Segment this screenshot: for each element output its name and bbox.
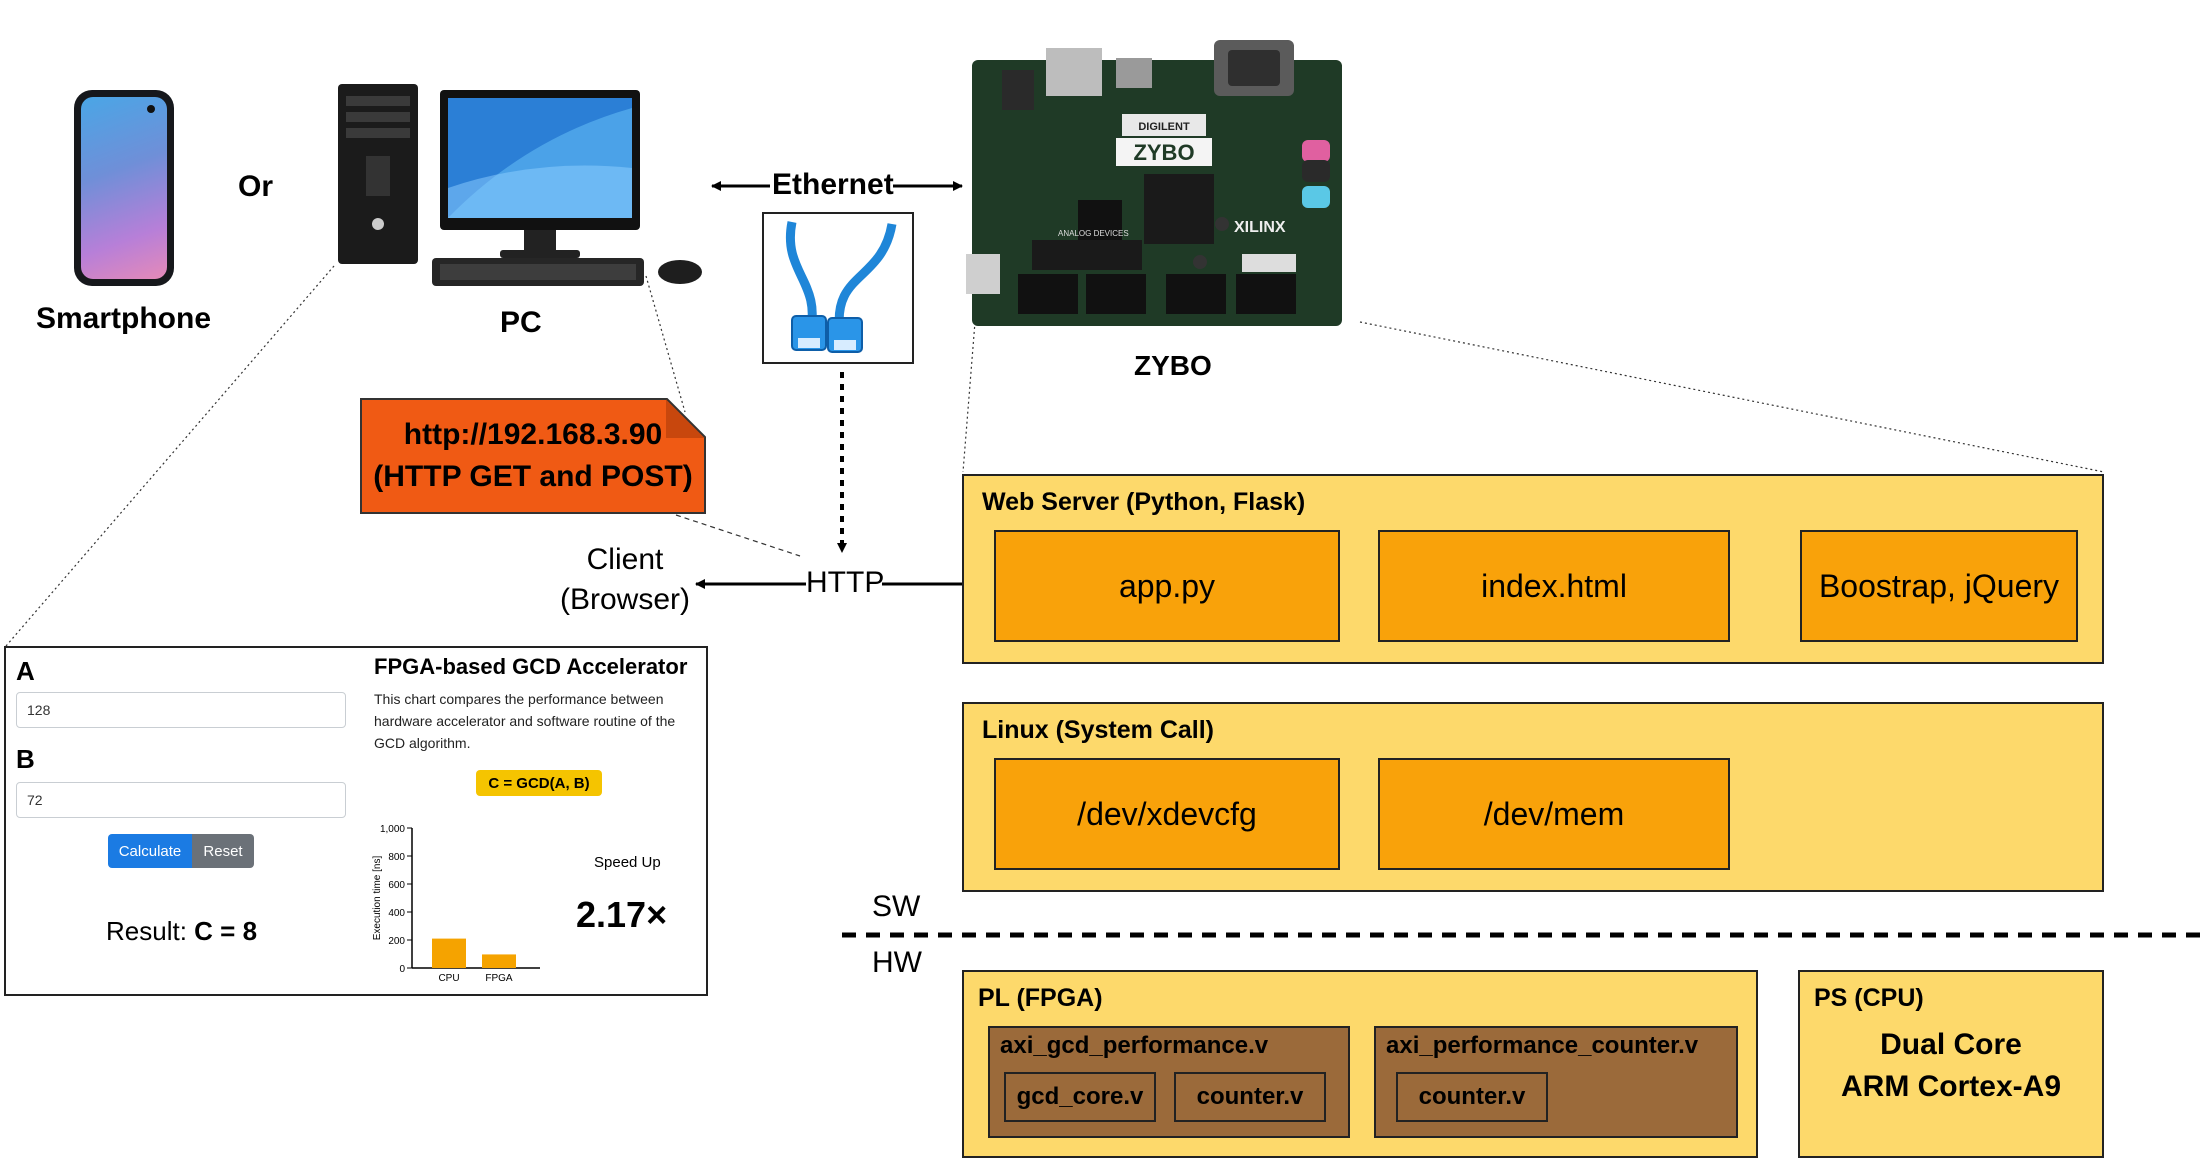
ps-cpu-panel: PS (CPU) Dual Core ARM Cortex-A9 — [1798, 970, 2104, 1158]
http-methods-text: (HTTP GET and POST) — [373, 460, 693, 493]
board-vendor-text: XILINX — [1234, 219, 1286, 236]
zoom-line-zybo-left — [962, 321, 976, 473]
note-pointer-line — [675, 514, 801, 557]
axi-performance-counter-title: axi_performance_counter.v — [1386, 1032, 1699, 1059]
pc-mouse — [658, 260, 702, 284]
y-tick-label: 600 — [388, 880, 405, 891]
smartphone-screen — [81, 97, 167, 279]
ethernet-label: Ethernet — [772, 168, 894, 201]
client-label: Client (Browser) — [540, 540, 710, 620]
axi-gcd-performance-box: axi_gcd_performance.v gcd_core.v counter… — [988, 1026, 1350, 1138]
dev-mem-box: /dev/mem — [1378, 758, 1730, 870]
axi-performance-counter-box: axi_performance_counter.v counter.v — [1374, 1026, 1738, 1138]
ps-line1: Dual Core — [1880, 1028, 2022, 1061]
input-b[interactable]: 72 — [16, 782, 346, 818]
client-line1: Client — [586, 543, 664, 576]
bar-fpga — [482, 954, 516, 968]
ps-title: PS (CPU) — [1814, 984, 1924, 1012]
app-description: This chart compares the performance betw… — [374, 691, 676, 751]
result-value: C = 8 — [194, 916, 258, 946]
result-prefix: Result: — [106, 916, 195, 946]
zybo-board-image: DIGILENT ZYBO ANALOG DEVICES XILINX — [966, 40, 1342, 326]
smartphone-image — [74, 90, 174, 286]
bootstrap-jquery-box: Boostrap, jQuery — [1800, 530, 2078, 642]
pl-title: PL (FPGA) — [978, 984, 1103, 1012]
input-a[interactable]: 128 — [16, 692, 346, 728]
or-label: Or — [238, 170, 274, 203]
url-note: http://192.168.3.90 (HTTP GET and POST) — [360, 398, 706, 514]
hw-label: HW — [872, 946, 922, 979]
linux-title: Linux (System Call) — [982, 716, 1214, 744]
smartphone-label: Smartphone — [36, 302, 212, 335]
y-axis-label: Execution time [ns] — [372, 856, 383, 941]
result-text: Result: C = 8 — [106, 916, 257, 947]
camera-dot — [147, 105, 155, 113]
zybo-label: ZYBO — [1134, 350, 1212, 381]
label-b: B — [16, 744, 35, 774]
http-label: HTTP — [806, 566, 885, 599]
speedup-value: 2.17× — [576, 894, 668, 935]
gcd-core-box: gcd_core.v — [1004, 1072, 1156, 1122]
speedup-label: Speed Up — [594, 854, 661, 871]
ps-cpu-description: Dual Core ARM Cortex-A9 — [1800, 1024, 2102, 1108]
label-a: A — [16, 656, 35, 686]
note-fold — [666, 398, 706, 438]
y-tick-label: 400 — [388, 908, 405, 919]
web-server-panel: Web Server (Python, Flask) app.py index.… — [962, 474, 2104, 664]
board-model-text: ZYBO — [1133, 140, 1194, 165]
pc-label: PC — [500, 306, 542, 339]
app-py-box: app.py — [994, 530, 1340, 642]
zoom-line-zybo-right — [1359, 321, 2105, 473]
pl-fpga-panel: PL (FPGA) axi_gcd_performance.v gcd_core… — [962, 970, 1758, 1158]
xdevcfg-box: /dev/xdevcfg — [994, 758, 1340, 870]
url-text: http://192.168.3.90 — [403, 418, 663, 451]
web-server-title: Web Server (Python, Flask) — [982, 488, 1306, 516]
y-tick-label: 1,000 — [380, 824, 405, 835]
gcd-counter-box: counter.v — [1174, 1072, 1326, 1122]
y-tick-label: 800 — [388, 852, 405, 863]
index-html-box: index.html — [1378, 530, 1730, 642]
web-app-window: A 128 B 72 Calculate Reset Result: C = 8… — [4, 646, 708, 996]
perf-counter-box: counter.v — [1396, 1072, 1548, 1122]
board-brand-text: DIGILENT — [1138, 121, 1190, 133]
axi-gcd-performance-title: axi_gcd_performance.v — [1000, 1032, 1269, 1059]
zoom-line-note — [645, 275, 686, 413]
reset-button[interactable]: Reset — [192, 834, 254, 868]
y-tick-label: 0 — [399, 964, 405, 975]
x-tick-label: FPGA — [485, 973, 513, 984]
pc-image — [338, 84, 702, 286]
ps-line2: ARM Cortex-A9 — [1840, 1070, 2062, 1103]
bar-cpu — [432, 938, 466, 968]
x-tick-label: CPU — [438, 973, 459, 984]
zoom-line-left — [5, 265, 335, 647]
board-chip-vendor-text: ANALOG DEVICES — [1058, 229, 1129, 238]
sw-label: SW — [872, 890, 921, 923]
formula-badge: C = GCD(A, B) — [476, 770, 602, 796]
calculate-button[interactable]: Calculate — [108, 834, 192, 868]
client-line2: (Browser) — [559, 583, 690, 616]
ethernet-cable-image — [762, 212, 914, 364]
y-tick-label: 200 — [388, 936, 405, 947]
linux-panel: Linux (System Call) /dev/xdevcfg /dev/me… — [962, 702, 2104, 892]
app-title: FPGA-based GCD Accelerator — [374, 654, 688, 679]
